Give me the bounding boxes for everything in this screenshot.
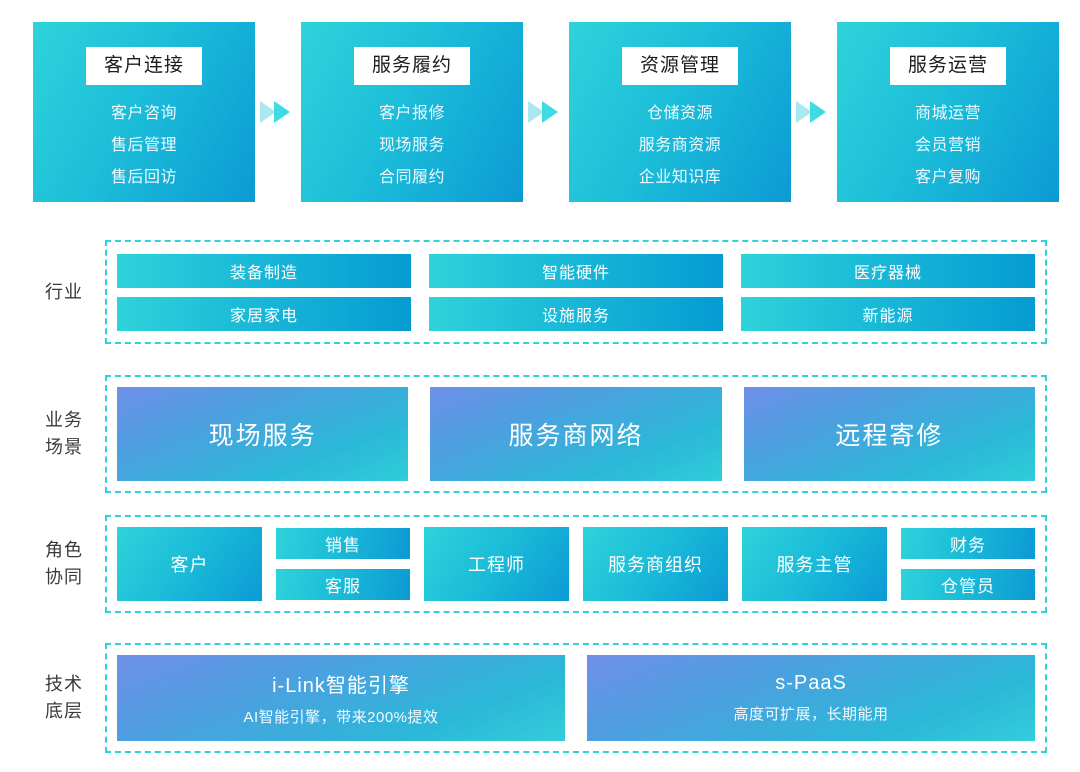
tech-box-subtitle: 高度可扩展，长期能用 [733, 706, 889, 723]
tech-box-spaas[interactable]: s-PaaS 高度可扩展，长期能用 [587, 655, 1035, 741]
flow-card-items: 客户报修 现场服务 合同履约 [379, 101, 445, 191]
flow-item: 售后管理 [110, 137, 177, 154]
industry-bar[interactable]: 新能源 [741, 296, 1035, 331]
flow-arrow-2 [523, 22, 569, 202]
role-box-customer[interactable]: 客户 [117, 527, 262, 601]
scenario-box[interactable]: 服务商网络 [430, 387, 722, 481]
section-role-collaboration: 角色 协同 客户 销售 客服 工程师 服务商组织 服务主管 财务 仓管员 [0, 512, 1080, 616]
flow-card-items: 客户咨询 售后管理 售后回访 [111, 101, 177, 191]
flow-card-service-fulfillment[interactable]: 服务履约 客户报修 现场服务 合同履约 [301, 22, 523, 202]
flow-item: 仓储资源 [646, 105, 713, 122]
role-stack-sales-support: 销售 客服 [276, 527, 410, 601]
flow-card-service-operations[interactable]: 服务运营 商城运营 会员营销 客户复购 [837, 22, 1059, 202]
industry-group: 智能硬件 设施服务 [429, 252, 723, 332]
tech-box-title: s-PaaS [775, 672, 847, 694]
role-box-service-provider-org[interactable]: 服务商组织 [583, 527, 728, 601]
section-industry: 行业 装备制造 家居家电 智能硬件 设施服务 医疗器械 新能源 [0, 237, 1080, 347]
flow-arrow-3 [791, 22, 837, 202]
section-tech-foundation: 技术 底层 i-Link智能引擎 AI智能引擎，带来200%提效 s-PaaS … [0, 640, 1080, 756]
tech-box-subtitle: AI智能引擎，带来200%提效 [243, 709, 439, 726]
flow-card-title: 服务运营 [889, 47, 1006, 85]
industry-group: 装备制造 家居家电 [117, 252, 411, 332]
role-box-customer-service[interactable]: 客服 [276, 569, 410, 600]
role-stack-finance-warehouse: 财务 仓管员 [901, 527, 1035, 601]
section-label-business-scenario: 业务 场景 [45, 410, 83, 457]
flow-item: 客户报修 [378, 105, 445, 122]
flow-item: 客户咨询 [110, 105, 177, 122]
process-flow-row: 客户连接 客户咨询 售后管理 售后回访 服务履约 客户报修 现场服务 合同履约 … [0, 0, 1080, 225]
role-box-engineer[interactable]: 工程师 [424, 527, 569, 601]
flow-card-title: 服务履约 [353, 47, 470, 85]
tech-box-ilink[interactable]: i-Link智能引擎 AI智能引擎，带来200%提效 [117, 655, 565, 741]
flow-item: 合同履约 [378, 169, 445, 186]
flow-card-items: 商城运营 会员营销 客户复购 [915, 101, 981, 191]
section-role-collaboration-body: 客户 销售 客服 工程师 服务商组织 服务主管 财务 仓管员 [105, 515, 1047, 613]
double-chevron-right-icon [528, 101, 558, 123]
flow-card-resource-management[interactable]: 资源管理 仓储资源 服务商资源 企业知识库 [569, 22, 791, 202]
flow-item: 客户复购 [914, 169, 981, 186]
industry-bar[interactable]: 装备制造 [117, 253, 411, 288]
industry-bar[interactable]: 智能硬件 [429, 253, 723, 288]
role-box-warehouse-keeper[interactable]: 仓管员 [901, 569, 1035, 600]
section-label-role-collaboration: 角色 协同 [45, 540, 83, 587]
section-business-scenario-body: 现场服务 服务商网络 远程寄修 [105, 375, 1047, 493]
scenario-box[interactable]: 远程寄修 [743, 387, 1035, 481]
double-chevron-right-icon [796, 101, 826, 123]
flow-item: 现场服务 [378, 137, 445, 154]
section-industry-body: 装备制造 家居家电 智能硬件 设施服务 医疗器械 新能源 [105, 240, 1047, 344]
industry-bar[interactable]: 家居家电 [117, 296, 411, 331]
flow-item: 服务商资源 [638, 137, 722, 154]
flow-card-items: 仓储资源 服务商资源 企业知识库 [639, 101, 722, 191]
flow-item: 售后回访 [110, 169, 177, 186]
flow-item: 会员营销 [914, 137, 981, 154]
role-box-service-supervisor[interactable]: 服务主管 [742, 527, 887, 601]
industry-bar[interactable]: 设施服务 [429, 296, 723, 331]
flow-item: 企业知识库 [638, 169, 722, 186]
flow-card-title: 资源管理 [621, 47, 738, 85]
role-box-finance[interactable]: 财务 [901, 528, 1035, 559]
role-box-sales[interactable]: 销售 [276, 528, 410, 559]
tech-box-title: i-Link智能引擎 [272, 675, 410, 697]
section-business-scenario: 业务 场景 现场服务 服务商网络 远程寄修 [0, 372, 1080, 496]
section-tech-foundation-body: i-Link智能引擎 AI智能引擎，带来200%提效 s-PaaS 高度可扩展，… [105, 643, 1047, 753]
flow-arrow-1 [255, 22, 301, 202]
double-chevron-right-icon [260, 101, 290, 123]
industry-bar[interactable]: 医疗器械 [741, 253, 1035, 288]
flow-card-title: 客户连接 [85, 47, 202, 85]
flow-item: 商城运营 [914, 105, 981, 122]
flow-card-customer-connection[interactable]: 客户连接 客户咨询 售后管理 售后回访 [33, 22, 255, 202]
scenario-box[interactable]: 现场服务 [117, 387, 409, 481]
section-label-tech-foundation: 技术 底层 [45, 674, 83, 721]
industry-group: 医疗器械 新能源 [741, 252, 1035, 332]
section-label-industry: 行业 [45, 281, 83, 302]
